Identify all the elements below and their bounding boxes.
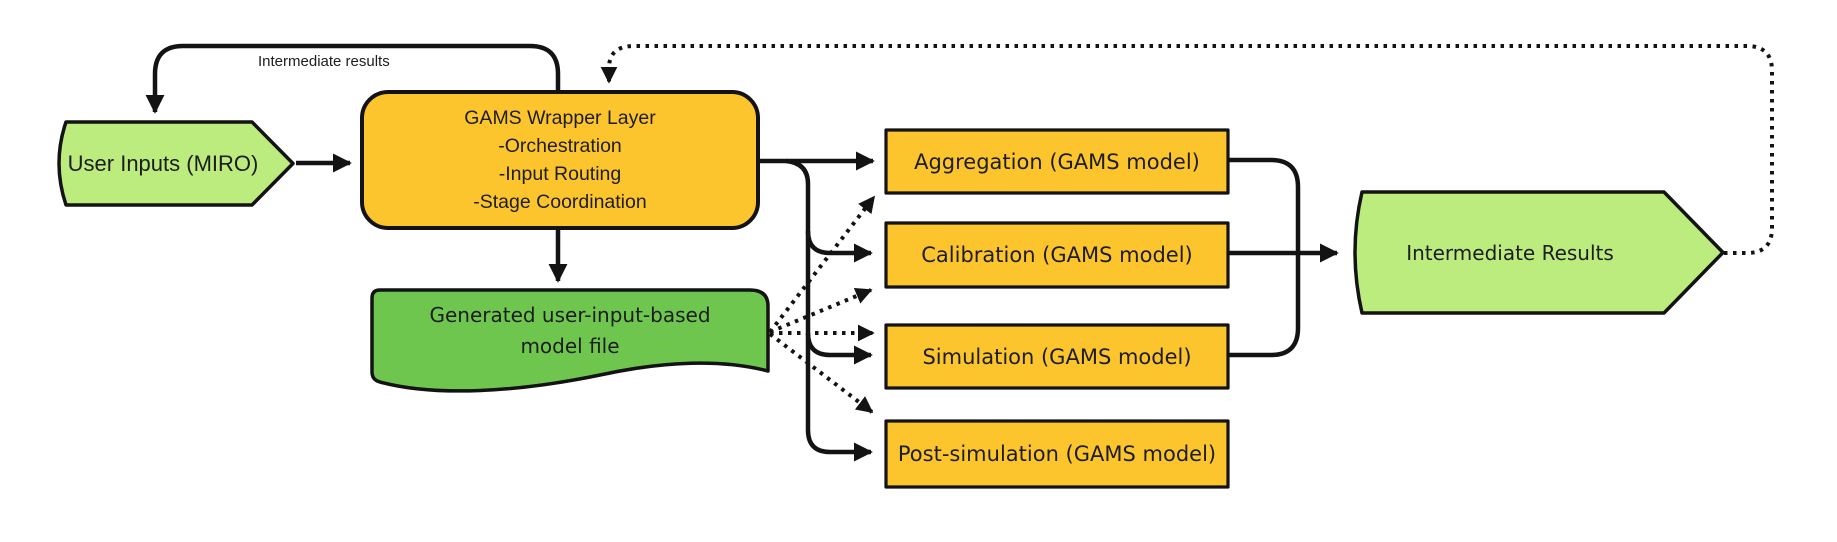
node-postsimulation-shape <box>884 419 1230 489</box>
edge-aggregation-to-merge <box>1228 157 1301 253</box>
edge-simulation-to-merge <box>1228 253 1301 358</box>
edge-wrapper-branch-to-postsimulation <box>785 158 873 462</box>
edge-branch-to-calibration <box>805 230 873 263</box>
node-wrapper-shape <box>360 90 760 230</box>
node-group <box>57 90 1725 489</box>
edge-branch-to-simulation <box>805 332 873 365</box>
node-modelfile-shape <box>370 288 770 393</box>
node-simulation-shape <box>884 323 1230 390</box>
edge-modelfile-to-calibration-dotted <box>769 288 873 334</box>
edge-modelfile-to-postsimulation-dotted <box>768 332 874 414</box>
node-intermediate-results-shape <box>1353 190 1725 315</box>
node-aggregation-shape <box>884 128 1230 195</box>
connector-group <box>145 43 1774 462</box>
node-user-inputs-shape <box>57 120 295 207</box>
node-calibration-shape <box>884 221 1230 289</box>
edge-modelfile-to-aggregation-dotted <box>768 195 876 334</box>
edge-wrapper-to-userinputs-feedback <box>145 43 561 114</box>
